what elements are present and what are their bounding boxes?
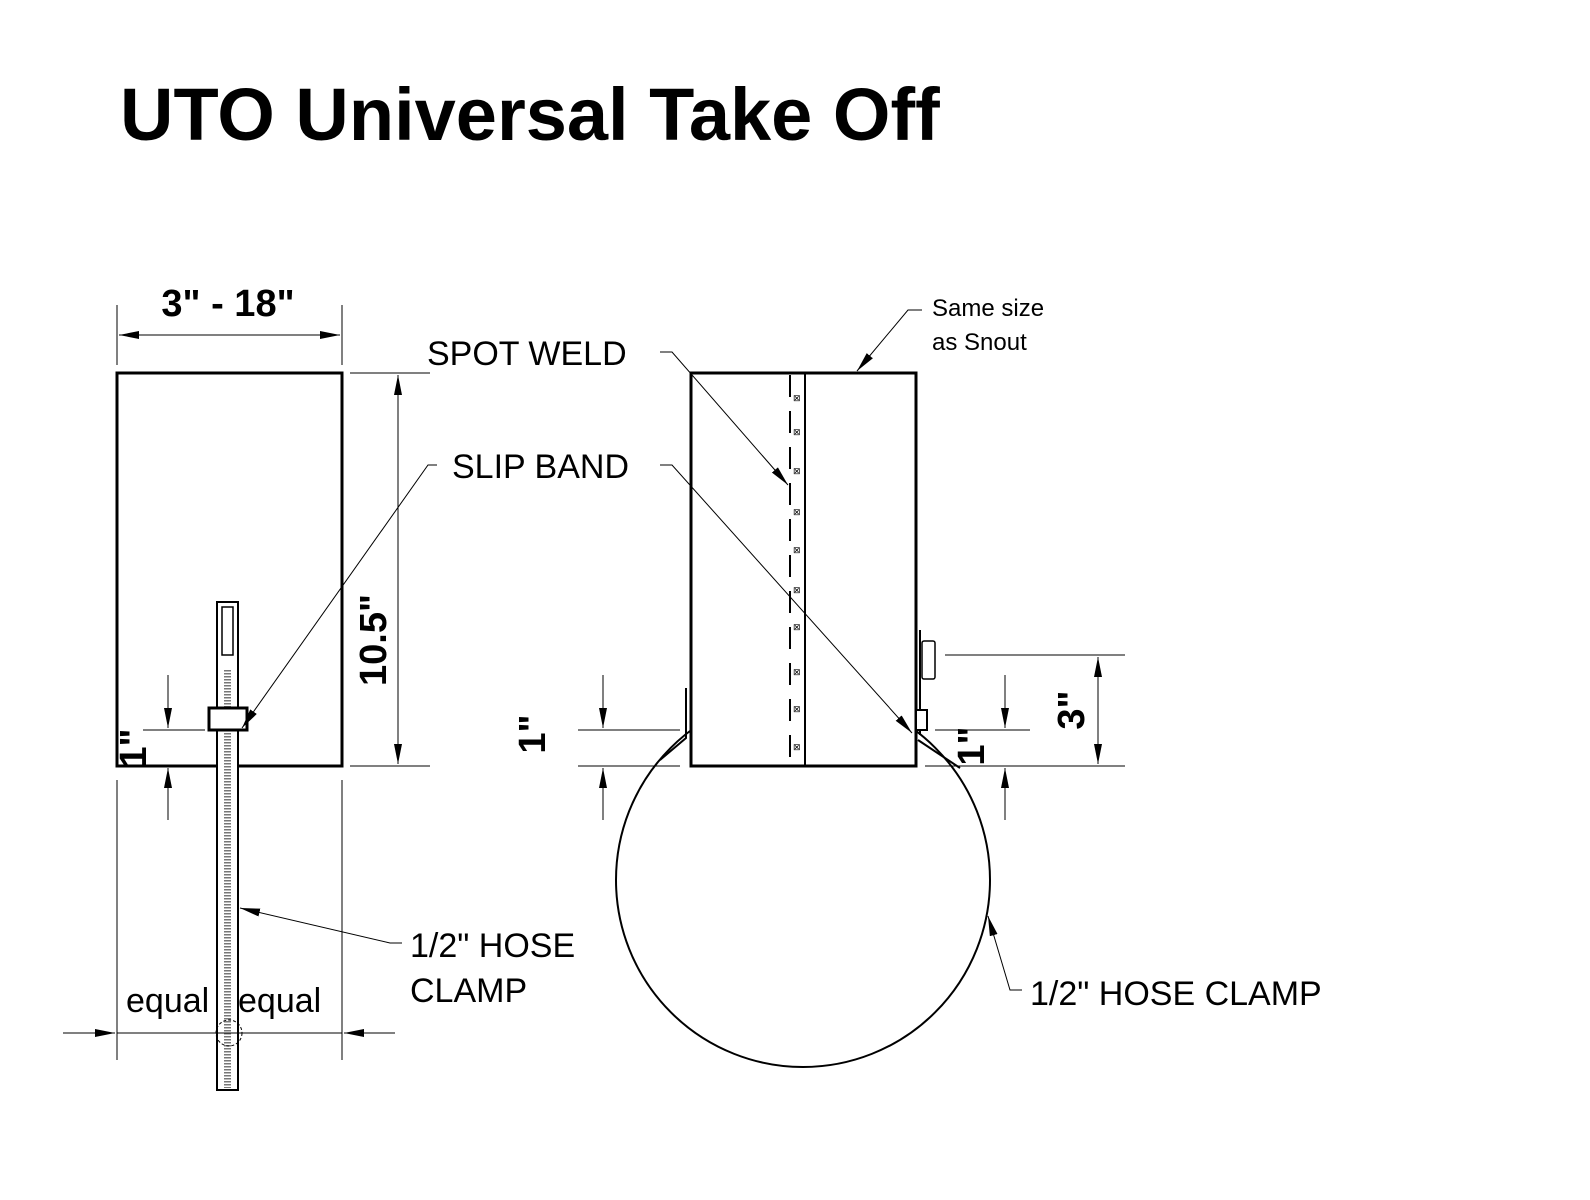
spot-weld-marks: ⊠ ⊠ ⊠ ⊠ ⊠ ⊠ ⊠ ⊠ ⊠ ⊠ (793, 393, 801, 752)
hose-clamp-label: CLAMP (410, 972, 527, 1010)
drawing-title: UTO Universal Take Off (120, 73, 940, 156)
hose-clamp-strip (216, 601, 239, 1091)
left-view: 3" - 18" 10.5" 1" equal equal 1/2" HOSE … (63, 283, 575, 1091)
hose-clamp-label: 1/2" HOSE (410, 927, 575, 965)
svg-text:⊠: ⊠ (793, 667, 801, 677)
center-mark (215, 1019, 243, 1047)
clamp-tab (915, 709, 928, 731)
svg-text:⊠: ⊠ (793, 622, 801, 632)
svg-text:⊠: ⊠ (793, 545, 801, 555)
slip-band-leader-right (660, 464, 913, 734)
width-dimension: 3" - 18" (161, 283, 294, 325)
svg-text:⊠: ⊠ (793, 466, 801, 476)
hose-clamp-leader (987, 915, 1022, 991)
spot-weld-label: SPOT WELD (427, 335, 627, 373)
svg-text:⊠: ⊠ (793, 704, 801, 714)
slip-band-label: SLIP BAND (452, 448, 629, 486)
offset-dimension: 1" (113, 728, 155, 767)
height-dimension: 10.5" (353, 594, 395, 686)
svg-text:⊠: ⊠ (793, 427, 801, 437)
svg-text:⊠: ⊠ (793, 393, 801, 403)
right-offset-dimension: 1" (951, 726, 993, 765)
snout-note-leader (856, 309, 922, 372)
hose-clamp-leader (239, 907, 402, 944)
clamp-screw-housing (921, 640, 936, 680)
left-offset-dimension: 1" (512, 714, 554, 753)
svg-text:⊠: ⊠ (793, 507, 801, 517)
snout-note: Same size (932, 295, 1044, 322)
snout-note: as Snout (932, 329, 1027, 356)
right-view: ⊠ ⊠ ⊠ ⊠ ⊠ ⊠ ⊠ ⊠ ⊠ ⊠ Same size as Snout 1" 1" 3… (512, 295, 1322, 1068)
bracket-dimension: 3" (1051, 690, 1093, 729)
clamp-slot (221, 606, 234, 656)
right-tab (917, 739, 961, 769)
left-tab (659, 688, 687, 761)
take-off-side-body (689, 371, 918, 768)
svg-text:⊠: ⊠ (793, 742, 801, 752)
svg-text:⊠: ⊠ (793, 585, 801, 595)
equal-label-right: equal (238, 982, 321, 1020)
equal-label-left: equal (126, 982, 209, 1020)
hose-clamp-label: 1/2" HOSE CLAMP (1030, 975, 1322, 1013)
spot-weld-leader (660, 351, 789, 486)
slip-band-leader-left (241, 464, 437, 729)
slip-band (207, 706, 249, 732)
